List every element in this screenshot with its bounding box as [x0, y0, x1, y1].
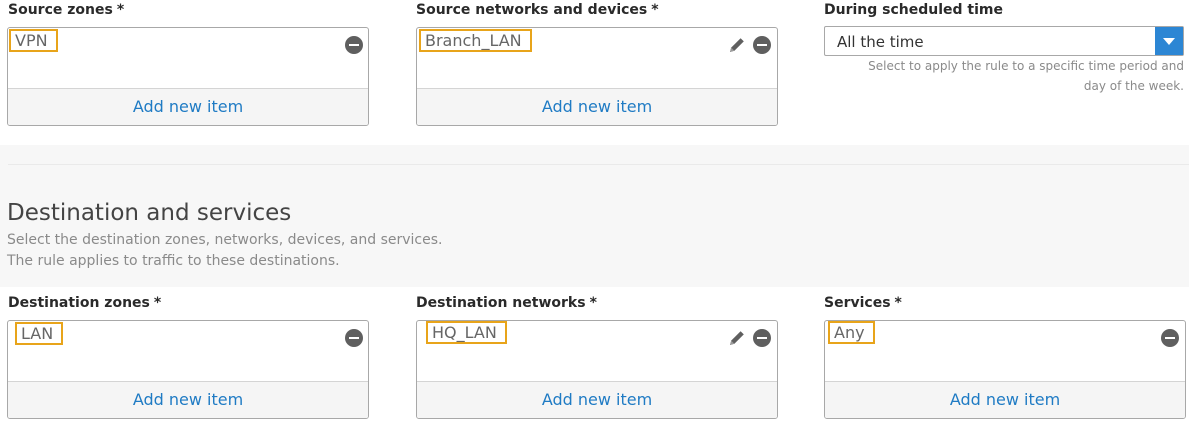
source-networks-label-text: Source networks and devices — [416, 2, 648, 18]
remove-icon[interactable] — [753, 36, 771, 54]
help-line: Select to apply the rule to a specific t… — [868, 59, 1184, 73]
chevron-down-icon[interactable] — [1155, 27, 1183, 55]
source-networks-label: Source networks and devices* — [416, 2, 659, 18]
source-zones-label-text: Source zones — [8, 2, 113, 18]
add-new-item-button[interactable]: Add new item — [8, 381, 368, 418]
schedule-selected-value: All the time — [837, 33, 924, 51]
required-marker: * — [651, 2, 659, 18]
list-item-vpn[interactable]: VPN — [9, 29, 58, 52]
destination-zones-list: LAN Add new item — [7, 320, 369, 419]
services-label-text: Services — [824, 295, 891, 311]
list-item-hq-lan[interactable]: HQ_LAN — [426, 321, 507, 344]
schedule-label: During scheduled time — [824, 2, 1003, 18]
pencil-icon[interactable] — [727, 35, 747, 55]
remove-icon[interactable] — [345, 36, 363, 54]
destination-zones-label-text: Destination zones — [8, 295, 150, 311]
pencil-icon[interactable] — [727, 328, 747, 348]
list-item-any[interactable]: Any — [828, 321, 875, 344]
remove-icon[interactable] — [345, 329, 363, 347]
section-title: Destination and services — [7, 200, 292, 226]
remove-icon[interactable] — [1161, 329, 1179, 347]
services-label: Services* — [824, 295, 902, 311]
source-zones-list: VPN Add new item — [7, 27, 369, 126]
destination-networks-label-text: Destination networks — [416, 295, 586, 311]
required-marker: * — [153, 295, 162, 311]
source-zones-label: Source zones* — [8, 2, 124, 18]
destination-zones-label: Destination zones* — [8, 295, 161, 311]
destination-networks-list: HQ_LAN Add new item — [416, 320, 778, 419]
add-new-item-button[interactable]: Add new item — [825, 381, 1185, 418]
required-marker: * — [894, 295, 902, 311]
section-divider — [8, 164, 1189, 165]
list-item-lan[interactable]: LAN — [15, 322, 64, 345]
section-description: Select the destination zones, networks, … — [7, 230, 442, 272]
remove-icon[interactable] — [753, 329, 771, 347]
destination-section-header — [0, 145, 1189, 287]
schedule-help-text: Select to apply the rule to a specific t… — [824, 56, 1184, 96]
schedule-select[interactable]: All the time — [824, 26, 1184, 56]
source-networks-list: Branch_LAN Add new item — [416, 27, 778, 126]
list-item-branch-lan[interactable]: Branch_LAN — [419, 29, 532, 52]
add-new-item-button[interactable]: Add new item — [417, 88, 777, 125]
description-line: Select the destination zones, networks, … — [7, 232, 443, 248]
add-new-item-button[interactable]: Add new item — [8, 88, 368, 125]
required-marker: * — [116, 2, 125, 18]
services-list: Any Add new item — [824, 320, 1186, 419]
help-line: day of the week. — [1083, 79, 1184, 93]
description-line: The rule applies to traffic to these des… — [7, 253, 340, 269]
required-marker: * — [589, 295, 597, 311]
destination-networks-label: Destination networks* — [416, 295, 597, 311]
add-new-item-button[interactable]: Add new item — [417, 381, 777, 418]
